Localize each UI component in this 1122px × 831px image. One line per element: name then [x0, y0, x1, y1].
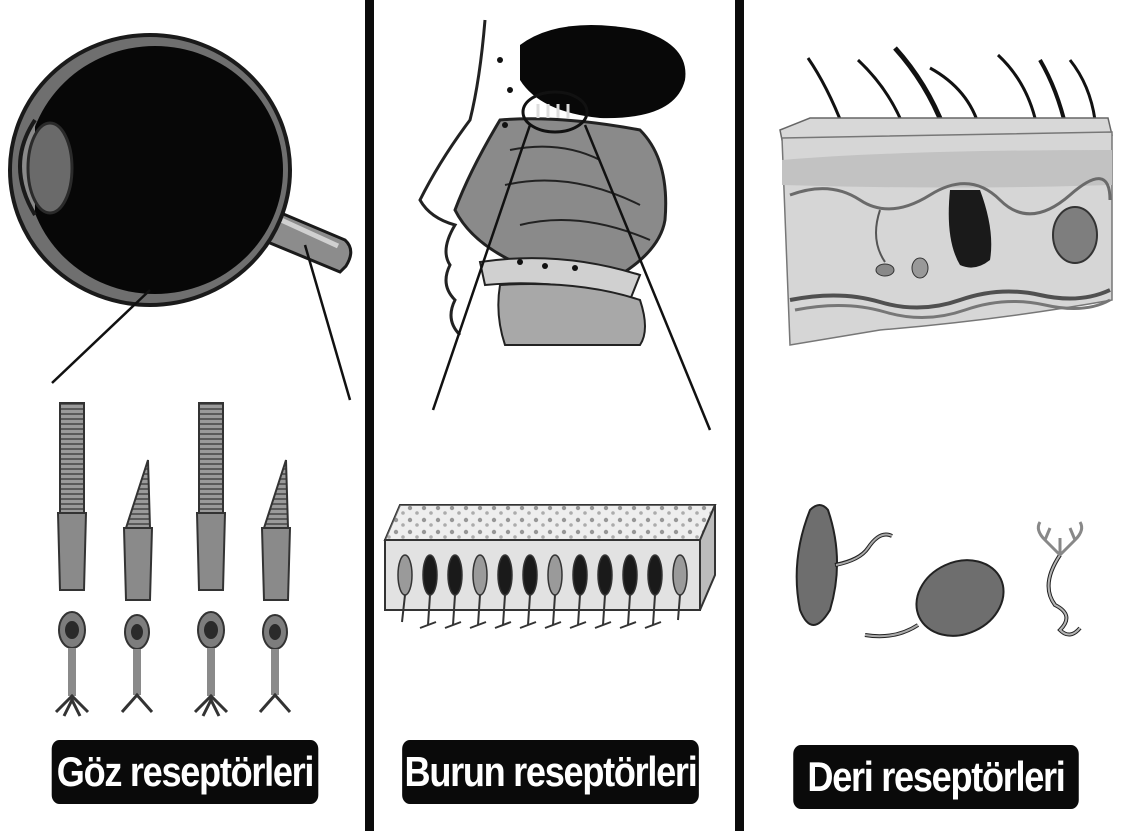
nose-receptors-label: Burun reseptörleri: [402, 740, 699, 804]
olfactory-epithelium: [385, 505, 715, 628]
spindle-receptor: [797, 505, 837, 625]
rod-cell-1: [56, 403, 88, 716]
eyeball-illustration: [10, 35, 351, 400]
cone-cell-2: [260, 460, 290, 712]
eye-receptors-label: Göz reseptörleri: [52, 740, 319, 804]
oval-receptor: [904, 546, 1016, 649]
skin-cross-section-illustration: [780, 48, 1112, 345]
rod-cell-2: [195, 403, 227, 716]
nasal-cavity-illustration: [420, 20, 710, 430]
free-nerve-ending: [1038, 522, 1081, 635]
skin-receptors-label: Deri reseptörleri: [793, 745, 1079, 809]
eye-receptor-cells: [56, 403, 290, 716]
skin-receptors: [797, 505, 1082, 650]
cone-cell-1: [122, 460, 152, 712]
